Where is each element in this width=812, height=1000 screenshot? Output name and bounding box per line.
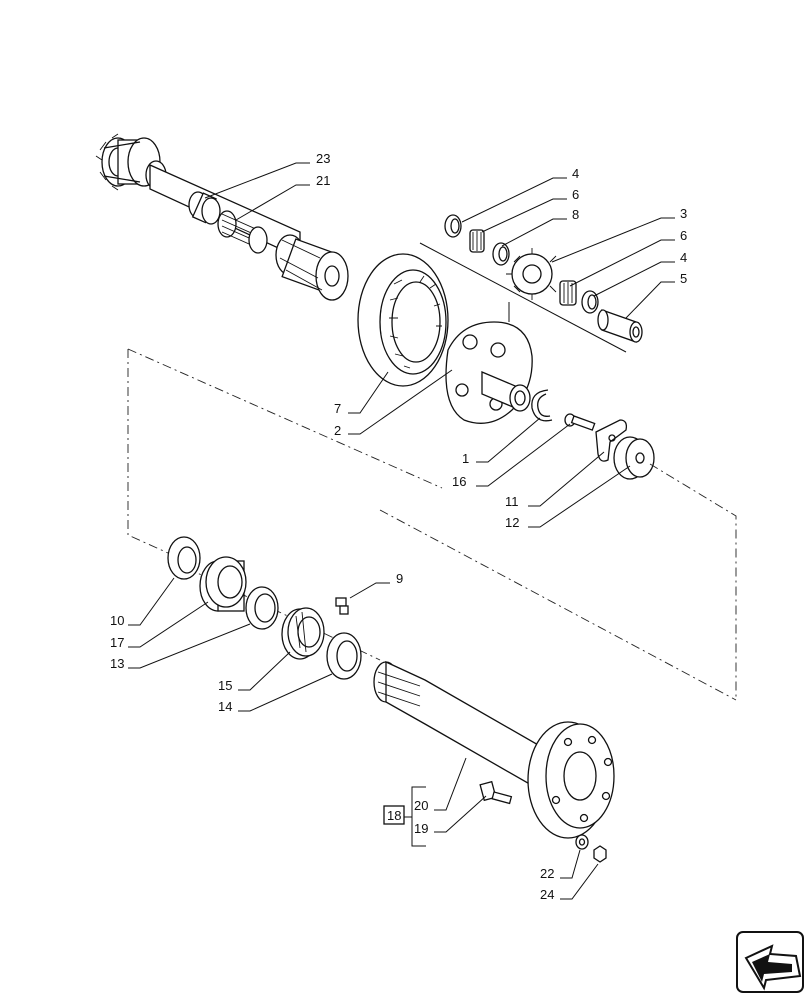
- callout-4[interactable]: 4: [572, 166, 579, 181]
- part-grease-fitting-9[interactable]: [335, 597, 349, 615]
- callout-2[interactable]: 2: [334, 423, 341, 438]
- part-ring-8[interactable]: [492, 242, 510, 266]
- callout-6[interactable]: 6: [572, 187, 579, 202]
- part-cover-12[interactable]: [613, 436, 655, 480]
- callout-21[interactable]: 21: [316, 173, 330, 188]
- part-washer-4a[interactable]: [444, 214, 462, 238]
- callout-6b[interactable]: 6: [680, 228, 687, 243]
- callout-23[interactable]: 23: [316, 151, 330, 166]
- callout-16[interactable]: 16: [452, 474, 466, 489]
- kit-bracket: [383, 786, 426, 847]
- callout-15[interactable]: 15: [218, 678, 232, 693]
- part-pinion-gear-3[interactable]: [506, 248, 557, 300]
- part-ring-13[interactable]: [245, 586, 279, 630]
- callout-8[interactable]: 8: [572, 207, 579, 222]
- part-shaft-upper[interactable]: [95, 133, 349, 301]
- part-bolt-16[interactable]: [564, 413, 596, 431]
- callout-3[interactable]: 3: [680, 206, 687, 221]
- callout-5[interactable]: 5: [680, 271, 687, 286]
- leader-lines: [128, 162, 675, 900]
- part-bearing-17[interactable]: [199, 556, 247, 612]
- part-bearing-15[interactable]: [281, 607, 325, 660]
- part-stud-19[interactable]: [479, 780, 513, 805]
- part-needle-bearing-6b[interactable]: [559, 280, 577, 306]
- callout-1[interactable]: 1: [462, 451, 469, 466]
- kit-number: 18: [387, 808, 401, 823]
- callout-12[interactable]: 12: [505, 515, 519, 530]
- part-snap-ring-1[interactable]: [531, 389, 553, 422]
- part-nut-24[interactable]: [593, 845, 607, 863]
- part-pin-5[interactable]: [597, 309, 643, 343]
- callout-10[interactable]: 10: [110, 613, 124, 628]
- part-seal-14[interactable]: [326, 632, 362, 680]
- part-planet-carrier-2[interactable]: [445, 302, 533, 424]
- assembly-envelope: [127, 348, 737, 701]
- callout-7[interactable]: 7: [334, 401, 341, 416]
- callout-20[interactable]: 20: [414, 798, 428, 813]
- assembly-axis-line: [419, 242, 627, 353]
- callout-14[interactable]: 14: [218, 699, 232, 714]
- prev-arrow-icon[interactable]: [736, 931, 804, 993]
- callout-9[interactable]: 9: [396, 571, 403, 586]
- part-lock-nut-10[interactable]: [167, 536, 201, 580]
- callout-17[interactable]: 17: [110, 635, 124, 650]
- callout-19[interactable]: 19: [414, 821, 428, 836]
- callout-24[interactable]: 24: [540, 887, 554, 902]
- part-lock-plate-11[interactable]: [595, 419, 628, 462]
- part-washer-4b[interactable]: [581, 290, 599, 314]
- part-washer-22[interactable]: [575, 834, 589, 850]
- callout-13[interactable]: 13: [110, 656, 124, 671]
- kit-number-box: [383, 805, 405, 825]
- part-ring-gear-7[interactable]: [357, 253, 449, 387]
- callout-4b[interactable]: 4: [680, 250, 687, 265]
- callout-22[interactable]: 22: [540, 866, 554, 881]
- part-axle-shaft-20[interactable]: [373, 660, 615, 839]
- part-needle-bearing-6a[interactable]: [469, 229, 485, 253]
- callout-11[interactable]: 11: [505, 494, 519, 509]
